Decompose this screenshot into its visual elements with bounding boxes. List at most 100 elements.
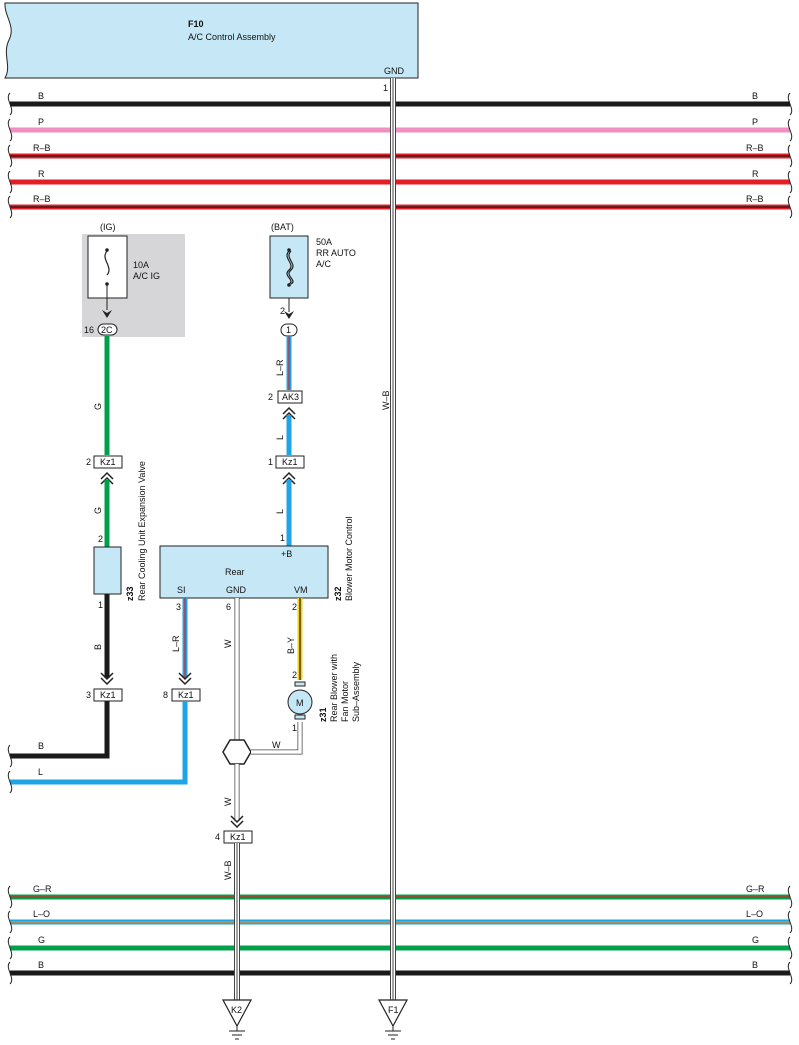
ig-fuse-box (87, 235, 128, 299)
ground-f1-icon (377, 999, 409, 1040)
bottom-bus-l-o-label-right: L–O (746, 909, 763, 919)
top-bus-rb-1-label-right: R–B (746, 143, 764, 153)
top-bus-r-label-right: R (752, 169, 759, 179)
top-bus-p: P P (7, 117, 793, 142)
conn-kz1-gnd-chevron (230, 815, 244, 829)
conn-kz1-left-upper (93, 455, 123, 469)
motor-circle (287, 689, 313, 715)
bottom-bus-g-r-label-right: G–R (746, 884, 765, 894)
z32-controller-box (159, 545, 329, 599)
bat-fuse-box (269, 235, 309, 299)
conn-kz1-left-lower-label: Kz1 (100, 690, 116, 700)
bottom-bus-l-o-label-left: L–O (33, 909, 50, 919)
z31-pin-bottom: 1 (292, 723, 297, 733)
wire-l-bus-label: L (38, 767, 43, 777)
z32-pin-plusb: 1 (280, 533, 285, 543)
conn-kz1-left-upper-pin: 2 (86, 457, 91, 467)
wire-l-to-bus (10, 701, 188, 785)
z32-si: SI (177, 585, 186, 595)
z32-vm: VM (294, 585, 308, 595)
wire-l-r-label: L–R (275, 359, 285, 376)
conn-kz1-si-pin: 8 (163, 690, 168, 700)
wire-vm-label: B–Y (286, 637, 296, 654)
top-bus-rb-1: R–B R–B (7, 143, 793, 168)
conn-kz1-gnd-pin: 4 (215, 832, 220, 842)
wire-gnd-w-label: W (223, 639, 233, 648)
wire-gnd-final-label: W–B (223, 860, 233, 880)
bottom-bus-b-label-right: B (752, 960, 758, 970)
conn-ak3-pin: 2 (268, 392, 273, 402)
z31-pin-top: 2 (292, 670, 297, 680)
z32-gnd: GND (226, 585, 247, 595)
z32-code: z32 (333, 586, 343, 601)
top-bus-p-label-left: P (38, 117, 44, 127)
wire-b-to-bus (10, 701, 110, 759)
wire-l-lower-label: L (275, 509, 285, 514)
z31-name-1: Rear Blower with (329, 654, 339, 722)
z33-pin-top: 2 (98, 534, 103, 544)
motor-shaft-bottom (294, 714, 306, 720)
ground-k2-label: K2 (231, 1005, 242, 1015)
conn-kz1-left-upper-chevron (100, 471, 114, 485)
conn-kz1-bat-chevron (282, 471, 296, 485)
bottom-bus-g-label-right: G (752, 935, 759, 945)
f10-code: F10 (188, 19, 204, 29)
conn-ak3 (277, 390, 303, 404)
top-bus-r-label-left: R (38, 169, 45, 179)
conn-ak3-label: AK3 (282, 392, 299, 402)
conn-kz1-gnd-label: Kz1 (230, 832, 246, 842)
z32-plus-b: +B (281, 549, 292, 559)
ground-junction (222, 739, 252, 765)
top-bus-rb-2: R–B R–B (7, 194, 793, 219)
conn-kz1-bat-label: Kz1 (282, 457, 298, 467)
top-bus-r: R R (7, 169, 793, 194)
conn-kz1-left-upper-label: Kz1 (100, 457, 116, 467)
motor-symbol: M (296, 698, 304, 708)
z31-code: z31 (318, 707, 328, 722)
z32-pin-vm: 2 (292, 602, 297, 612)
ground-k2-icon (221, 999, 253, 1040)
wire-l-upper-label: L (275, 435, 285, 440)
wire-motor-return-label: W (272, 740, 281, 750)
f10-name: A/C Control Assembly (188, 32, 276, 42)
bat-connector-label: 1 (286, 325, 291, 335)
z31-name-3: Sub–Assembly (351, 661, 361, 722)
ig-fuse-rating: 10A (133, 260, 149, 270)
conn-kz1-left-lower-pin: 3 (86, 690, 91, 700)
z32-pin-si: 3 (176, 602, 181, 612)
bat-fuse-rating: 50A (316, 237, 332, 247)
z33-pin-bottom: 1 (98, 600, 103, 610)
ig-connector (97, 323, 118, 336)
bus-b-left-break (7, 744, 13, 768)
bottom-bus-g-label-left: G (38, 935, 45, 945)
wire-b-lower-label: B (93, 644, 103, 650)
motor-shaft-top (294, 681, 306, 687)
bottom-bus-g-r-label-left: G–R (33, 884, 52, 894)
wire-gnd-lower-label: W (223, 797, 233, 806)
wire-g-upper-label: G (93, 403, 103, 410)
top-bus-rb-1-label-left: R–B (33, 143, 51, 153)
ig-fuse-arrow (102, 310, 112, 318)
bat-fuse-source: (BAT) (271, 222, 294, 232)
top-bus-rb-2-label-left: R–B (33, 194, 51, 204)
conn-kz1-bat (275, 455, 305, 469)
ig-fuse-source: (IG) (100, 222, 116, 232)
top-bus-b: B B (7, 91, 793, 116)
z32-pin-gnd: 6 (226, 602, 231, 612)
top-bus-rb-2-label-right: R–B (746, 194, 764, 204)
ig-connector-pin: 16 (84, 325, 94, 335)
f10-module-box (4, 2, 419, 79)
wire-motor-return-w (251, 722, 303, 755)
bat-fuse-pin: 2 (280, 306, 285, 316)
z32-name: Blower Motor Control (344, 516, 354, 601)
z33-code: z33 (125, 586, 135, 601)
f10-pin-number: 1 (383, 83, 388, 93)
ground-f1-label: F1 (388, 1005, 399, 1015)
bat-fuse-arrow (284, 311, 294, 319)
f10-pin-label: GND (384, 66, 405, 76)
bus-l-left-break (7, 770, 13, 794)
bottom-bus-b-label-left: B (38, 960, 44, 970)
wire-b-bus-label: B (38, 741, 44, 751)
